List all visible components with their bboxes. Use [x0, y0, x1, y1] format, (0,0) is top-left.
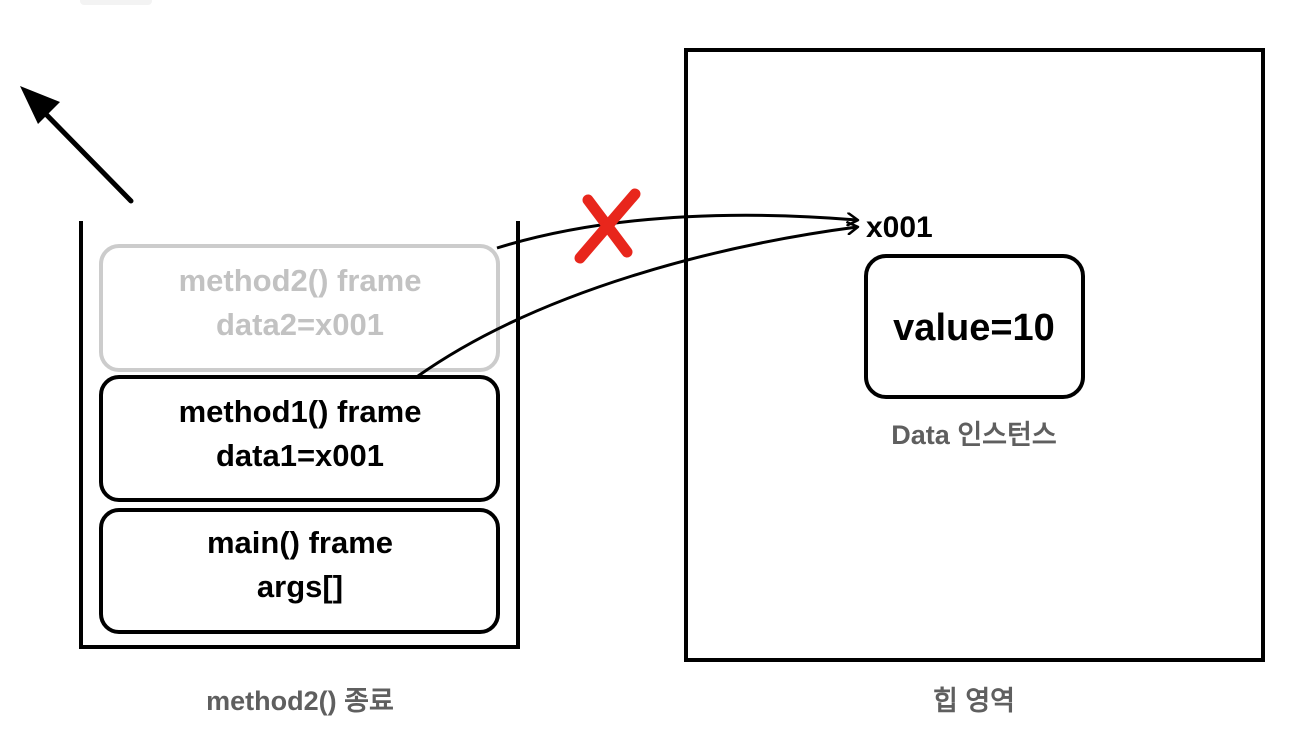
frame-main-variable: args[]: [257, 569, 343, 604]
stack-frame-method1: method1() frame data1=x001: [99, 375, 500, 502]
instance-label: Data 인스턴스: [891, 420, 1056, 450]
cross-mark-icon: [574, 188, 641, 264]
corner-tab: [80, 0, 152, 5]
heap-caption: 힙 영역: [933, 686, 1015, 716]
reference-arrow-data1: [417, 227, 857, 378]
heap-area: [684, 48, 1265, 662]
frame-main-title: main() frame: [207, 525, 393, 560]
stack-container: [79, 221, 520, 649]
reference-arrow-data2: [496, 215, 857, 250]
frame-method2-title: method2() frame: [179, 263, 422, 298]
heap-address-label: x001: [866, 211, 933, 244]
pop-arrow-icon: [20, 86, 134, 204]
frame-method2-variable: data2=x001: [216, 307, 384, 342]
instance-value: value=10: [893, 307, 1055, 349]
stack-caption: method2() 종료: [206, 686, 394, 716]
frame-method1-title: method1() frame: [179, 394, 422, 429]
stack-frame-main: main() frame args[]: [99, 508, 500, 634]
stack-frame-method2: method2() frame data2=x001: [99, 244, 500, 372]
data-instance: value=10: [864, 254, 1085, 399]
frame-method1-variable: data1=x001: [216, 438, 384, 473]
